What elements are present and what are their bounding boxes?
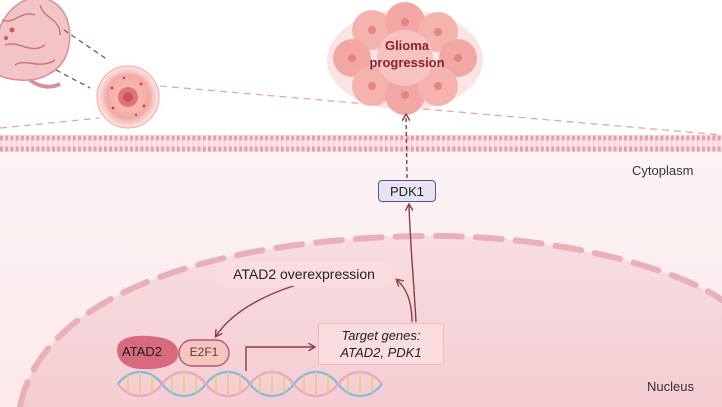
e2f1-protein-label: E2F1 bbox=[189, 345, 219, 359]
atad2-overexpression-box: ATAD2 overexpression bbox=[217, 262, 391, 286]
tumor-cell bbox=[86, 55, 170, 139]
glioma-label-line1: Glioma bbox=[384, 38, 430, 53]
atad2-protein-label: ATAD2 bbox=[122, 344, 162, 359]
brain-illustration bbox=[0, 0, 71, 89]
nucleus-label: Nucleus bbox=[647, 379, 694, 394]
target-genes-box: Target genes: ATAD2, PDK1 bbox=[318, 323, 444, 365]
atad2-overexpression-label: ATAD2 overexpression bbox=[233, 266, 375, 282]
zoom-lines bbox=[0, 29, 722, 136]
pdk1-label: PDK1 bbox=[390, 183, 424, 199]
dna-helix bbox=[117, 370, 383, 398]
atad2-protein-shape bbox=[117, 335, 179, 370]
target-genes-line2: ATAD2, PDK1 bbox=[340, 345, 422, 360]
arrow-to-overexpression bbox=[397, 280, 413, 323]
arrow-to-pdk1 bbox=[409, 205, 417, 323]
pdk1-box: PDK1 bbox=[378, 180, 436, 202]
glioma-cluster bbox=[327, 2, 483, 115]
glioma-progression-label: Glioma progression bbox=[357, 37, 457, 71]
arrow-pdk1-to-glioma bbox=[406, 115, 407, 179]
pathway-arrows bbox=[216, 115, 417, 371]
target-genes-line1: Target genes: bbox=[341, 328, 421, 343]
arrow-transcription bbox=[245, 347, 314, 371]
cell-membrane bbox=[0, 135, 722, 152]
arrow-overexpression-to-e2f1 bbox=[216, 284, 297, 336]
glioma-label-line2: progression bbox=[369, 55, 445, 70]
cytoplasm-label: Cytoplasm bbox=[632, 163, 694, 178]
e2f1-protein-shape bbox=[178, 339, 230, 367]
